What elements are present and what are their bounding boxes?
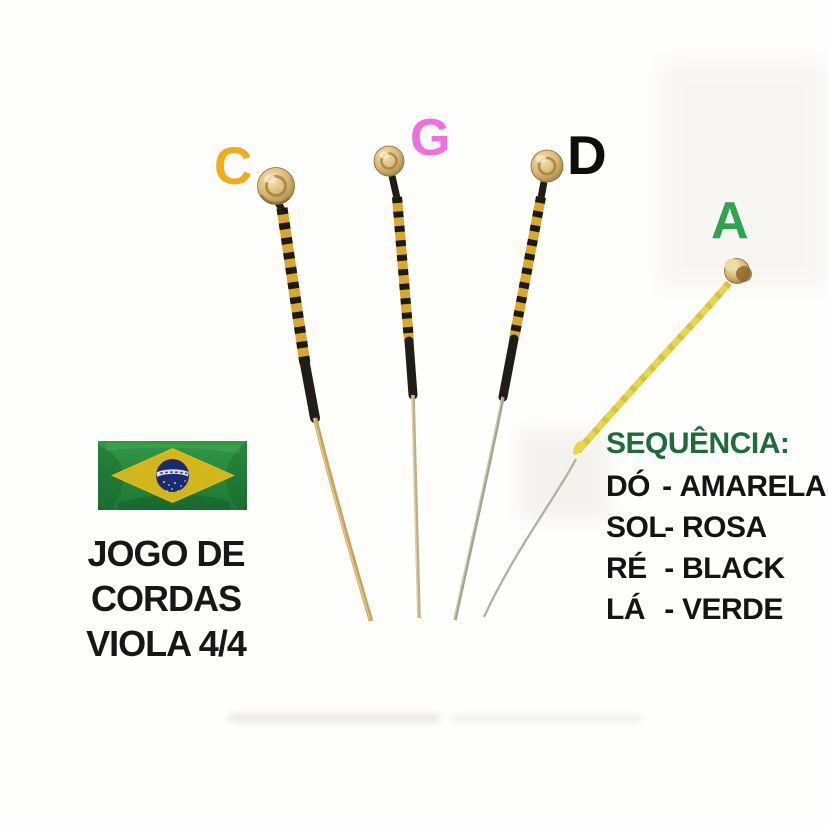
- label-c: C: [214, 137, 252, 196]
- sequence-heading: SEQUÊNCIA:: [606, 427, 790, 460]
- sequence-color-name: ROSA: [682, 511, 767, 544]
- sequence-note: SOL: [606, 511, 667, 544]
- sequence-separator: -: [664, 593, 674, 626]
- label-d: D: [567, 124, 607, 186]
- d-string-ball-end: [530, 149, 564, 183]
- sequence-color-name: BLACK: [682, 552, 785, 585]
- a-string-ball-end: [724, 258, 752, 284]
- g-string-ball-end: [373, 145, 405, 177]
- sequence-item-la: LÁ - VERDE: [606, 589, 826, 630]
- d-string-black-wrap: [498, 334, 519, 402]
- d-string-core: [453, 396, 505, 621]
- g-string-black-wrap: [404, 336, 418, 400]
- c-string-core: [312, 417, 374, 622]
- sequence-item-do: DÓ - AMARELA: [606, 466, 826, 507]
- sequence-legend: SEQUÊNCIA: DÓ - AMARELA SOL - ROSA RÉ - …: [606, 427, 826, 630]
- c-string: [257, 167, 374, 622]
- background-tints: [520, 60, 828, 520]
- sequence-note: LÁ: [606, 593, 646, 626]
- product-title-line2: VIOLA 4/4: [86, 623, 247, 664]
- product-title: JOGO DE CORDAS VIOLA 4/4: [16, 531, 316, 666]
- c-string-ball-end: [257, 167, 295, 205]
- sequence-separator: -: [662, 470, 672, 503]
- label-g: G: [410, 109, 450, 167]
- a-string-core: [482, 458, 578, 618]
- sequence-separator: -: [664, 552, 674, 585]
- sequence-item-re: RÉ - BLACK: [606, 548, 826, 589]
- floor-shadow: [228, 714, 642, 722]
- g-string: [373, 145, 421, 619]
- a-string: [482, 258, 752, 618]
- c-string-black-wrap: [300, 359, 320, 423]
- g-string-core: [411, 394, 421, 619]
- brazil-flag-icon: [98, 441, 247, 510]
- sequence-item-sol: SOL - ROSA: [606, 507, 826, 548]
- product-title-line1: JOGO DE CORDAS: [87, 533, 245, 619]
- label-a: A: [711, 192, 749, 250]
- d-string: [453, 149, 564, 621]
- sequence-color-name: AMARELA: [679, 470, 827, 503]
- sequence-color-name: VERDE: [682, 593, 783, 626]
- sequence-note: DÓ: [606, 470, 651, 503]
- sequence-note: RÉ: [606, 552, 647, 585]
- sequence-separator: -: [664, 511, 674, 544]
